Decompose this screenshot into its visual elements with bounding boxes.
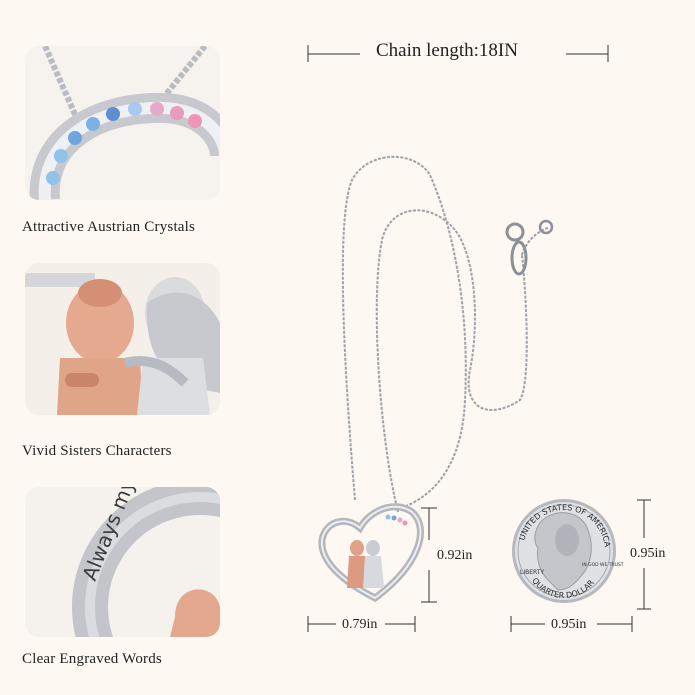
crystals-caption: Attractive Austrian Crystals: [22, 219, 196, 235]
sisters-caption: Vivid Sisters Characters: [22, 443, 172, 459]
chain-length-line: [307, 45, 609, 62]
pendant-width-label: 0.79in: [342, 617, 378, 632]
coin-motto-text: IN GOD WE TRUST: [582, 562, 624, 568]
coin-liberty-text: LIBERTY: [520, 569, 544, 576]
coin-width-line: [510, 616, 633, 632]
pendant-width-line: [307, 616, 416, 632]
coin-height-line: [637, 499, 651, 610]
chain-clasp: [505, 219, 554, 276]
crystal-closeup-image: [25, 46, 220, 200]
sisters-closeup-image: [25, 263, 220, 415]
pendant-height-label: 0.92in: [437, 548, 473, 563]
engraving-caption: Clear Engraved Words: [22, 651, 162, 667]
pendant-height-line: [421, 507, 437, 603]
coin-width-label: 0.95in: [551, 617, 587, 632]
quarter-coin: [512, 499, 616, 603]
necklace-chain: [341, 155, 549, 513]
chain-length-label: Chain length:18IN: [376, 40, 518, 61]
coin-height-label: 0.95in: [630, 546, 666, 561]
heart-pendant: [318, 503, 424, 603]
engraving-closeup-image: Always my sister: [25, 487, 220, 637]
